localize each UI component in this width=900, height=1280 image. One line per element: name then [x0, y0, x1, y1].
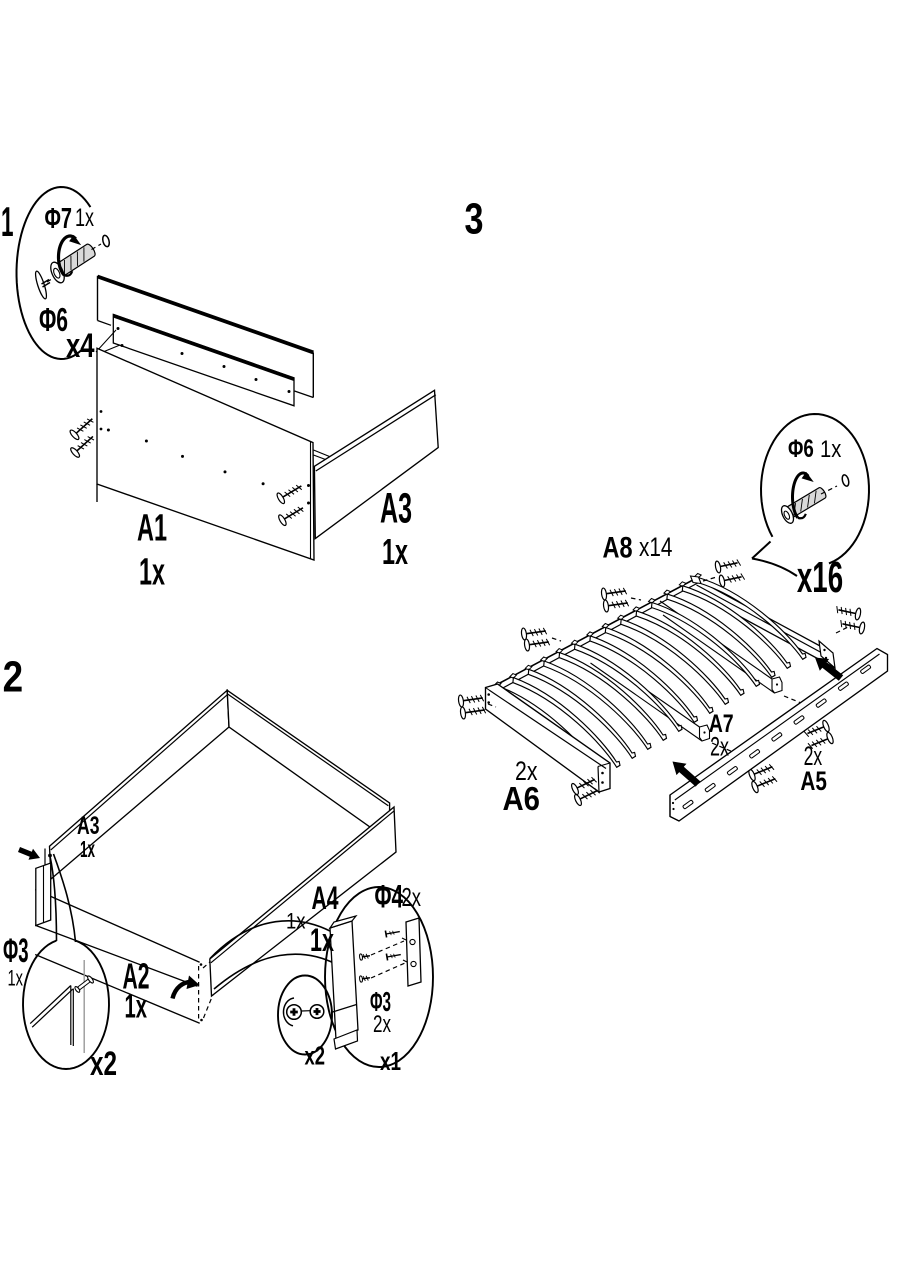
svg-text:Φ7: Φ7 [45, 203, 73, 235]
svg-text:1x: 1x [820, 436, 841, 463]
svg-text:Φ3: Φ3 [370, 986, 391, 1017]
svg-text:A1: A1 [137, 508, 167, 550]
svg-text:x14: x14 [639, 532, 673, 562]
svg-text:1x: 1x [382, 531, 408, 572]
svg-text:1x: 1x [310, 922, 334, 958]
svg-text:x2: x2 [90, 1045, 117, 1083]
svg-text:A8: A8 [603, 532, 633, 565]
svg-text:x1: x1 [380, 1046, 401, 1076]
svg-text:A3: A3 [77, 812, 100, 840]
svg-text:A7: A7 [709, 710, 734, 738]
svg-text:2x: 2x [804, 741, 823, 771]
svg-text:1x: 1x [80, 836, 95, 862]
svg-text:1x: 1x [139, 552, 165, 594]
svg-text:Φ6: Φ6 [788, 435, 814, 463]
svg-text:A4: A4 [312, 880, 339, 916]
svg-text:3: 3 [465, 195, 484, 244]
svg-text:A3: A3 [380, 485, 412, 533]
svg-text:1x: 1x [125, 988, 148, 1025]
svg-text:2x: 2x [710, 732, 729, 762]
svg-text:2x: 2x [402, 882, 422, 912]
svg-text:A5: A5 [800, 766, 827, 796]
svg-text:1x: 1x [286, 909, 306, 934]
svg-text:2: 2 [3, 653, 24, 702]
svg-text:x2: x2 [305, 1041, 326, 1071]
svg-text:1x: 1x [8, 966, 24, 991]
svg-text:x16: x16 [797, 553, 843, 602]
svg-text:Φ6: Φ6 [39, 301, 68, 338]
svg-text:A6: A6 [503, 780, 541, 817]
svg-text:2x: 2x [515, 756, 538, 786]
svg-text:x4: x4 [66, 327, 95, 365]
svg-text:A2: A2 [123, 956, 150, 997]
svg-text:Φ4: Φ4 [375, 879, 404, 915]
svg-text:1: 1 [1, 198, 13, 245]
svg-text:1x: 1x [75, 204, 94, 232]
svg-text:Φ3: Φ3 [3, 932, 28, 970]
svg-text:2x: 2x [373, 1011, 391, 1038]
